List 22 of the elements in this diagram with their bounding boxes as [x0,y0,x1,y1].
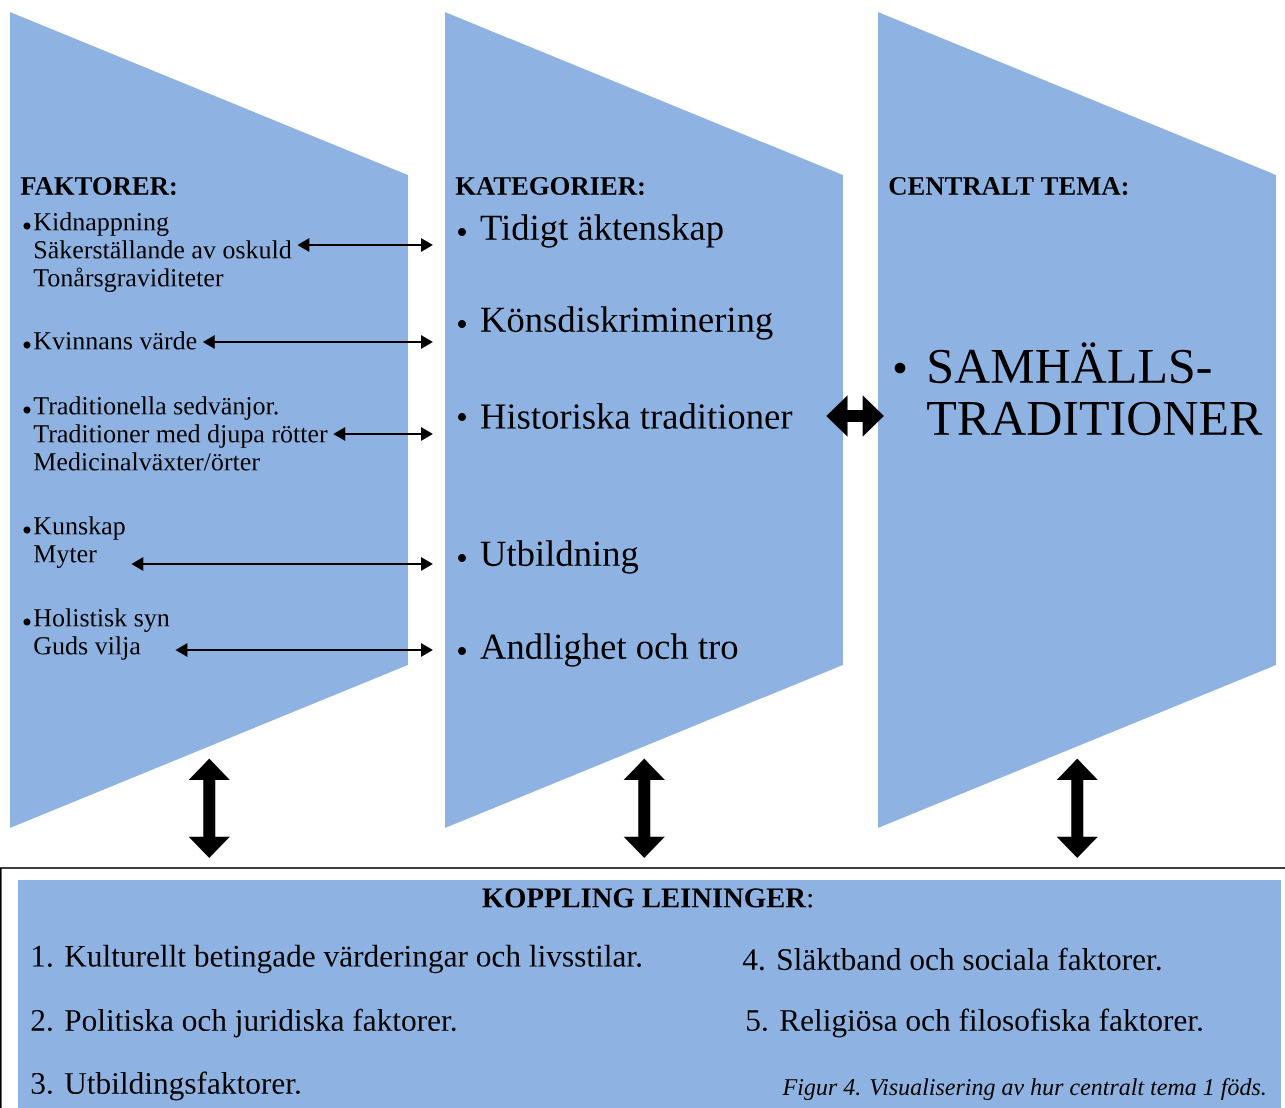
caption: Figur 4. Visualisering av hur centralt tema 1 föds. [782,1078,1265,1100]
node-label: Säkerställande av oskuld [35,240,292,259]
bullet-item: Kidnappning Säkerställande av oskuld Tonårsgraviditeter [23,212,292,292]
bullet-item: Könsdiskriminering [458,306,773,340]
bullet-item: Kvinnans värde [23,331,197,350]
bullet-item: Holistisk syn Guds vilja [23,608,170,660]
bullet-item: Traditionella sedvänjor. Traditioner med djupa rötter Medicinalväxter/örter [23,396,328,471]
node-label: Traditioner med djupa rötter [33,424,328,448]
node-label: Guds vilja [34,636,141,660]
bullet-item: Andlighet och tro [458,633,738,667]
node-label: Kidnappning [34,212,169,236]
bullet-item: Historiska traditioner [458,403,793,429]
bullet-item: SAMHÄLLS-TRADITIONER [894,342,1263,436]
node-label: Myter [34,545,97,568]
bullet-item: Utbildning [458,540,639,574]
node-label: Medicinalväxter/örter [34,452,260,471]
bullet-item: Kunskap Myter [23,516,125,568]
node-label: Tonårsgraviditeter [33,267,224,292]
node-label: Holistisk syn [34,608,170,632]
node-label: Traditionella sedvänjor. [33,396,278,420]
bullet-item: Tidigt äktenskap [458,214,723,248]
node-label: Kunskap [34,516,125,540]
